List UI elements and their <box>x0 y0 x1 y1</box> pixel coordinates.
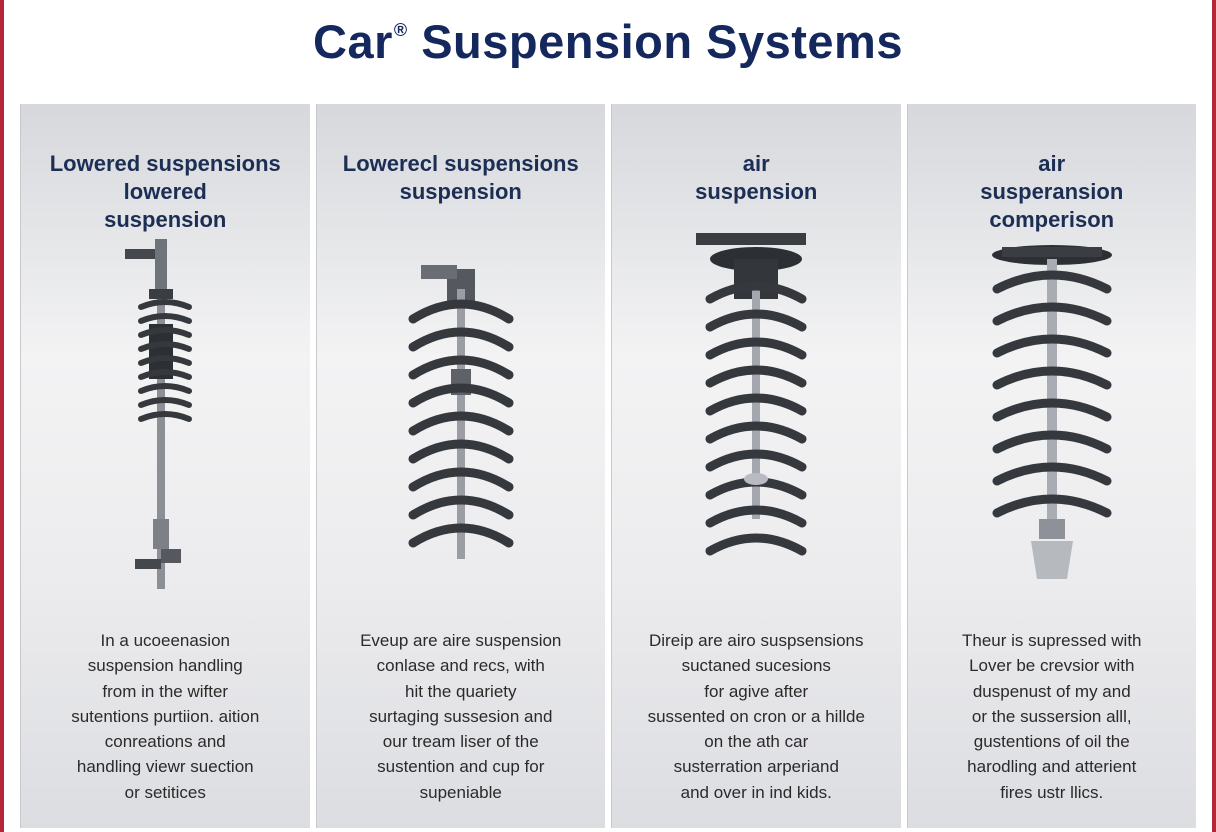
heading-line: Lowerecl suspensions <box>342 151 579 176</box>
coilover-comparison-strut-icon <box>908 229 1197 609</box>
caption-line: Eveup are aire suspension <box>360 631 562 650</box>
caption-line: fires ustr llics. <box>1000 782 1104 802</box>
left-border <box>0 0 4 832</box>
panel-heading: Lowerecl suspensions suspension <box>317 150 606 206</box>
caption-line: handling viewr suection <box>76 757 254 777</box>
caption-line: sustention and cup for <box>377 757 545 777</box>
panel-lowered-suspensions: Lowered suspensions lowered suspension <box>20 104 310 828</box>
heading-line: susperansion <box>980 179 1124 204</box>
heading-line: Lowered suspensions <box>49 151 281 176</box>
heading-line: comperison <box>989 207 1115 232</box>
caption-line: our tream liser of the <box>382 732 539 752</box>
caption-line: or setitices <box>124 782 206 802</box>
heading-line: air <box>1038 151 1066 176</box>
heading-line: suspension <box>695 179 818 204</box>
caption-line: on the ath car <box>704 732 809 752</box>
panel-heading: air suspension <box>612 150 901 206</box>
caption-line: sutentions purtiion. aition <box>71 706 260 726</box>
heading-line: suspension <box>399 179 522 204</box>
caption-line: sussented on cron or a hillde <box>647 706 865 726</box>
caption-line: In a ucoeenasion <box>100 631 231 650</box>
lowered-coilover-strut-icon <box>21 229 310 609</box>
caption-line: duspenust of my and <box>972 681 1131 701</box>
caption-line: from in the wifter <box>102 681 229 701</box>
panel-caption: Direip are airo suspsensions suctaned su… <box>622 628 891 805</box>
caption-line: or the sussersion alll, <box>971 706 1132 726</box>
caption-line: harodling and atterient <box>967 757 1137 777</box>
heading-line: lowered <box>123 179 207 204</box>
right-border <box>1212 0 1216 832</box>
caption-line: suspension handling <box>87 656 243 676</box>
page-title: Car® Suspension Systems <box>313 15 903 68</box>
panel-caption: Eveup are aire suspension conlase and re… <box>327 628 596 805</box>
caption-line: surtaging sussesion and <box>369 706 553 726</box>
coil-spring-strut-icon <box>317 229 606 609</box>
heading-line: suspension <box>104 207 227 232</box>
panel-air-suspension-comparison: air susperansion comperison Theur is sup… <box>906 104 1197 828</box>
panel-caption: Theur is supressed with Lover be crevsio… <box>918 628 1187 805</box>
panel-caption: In a ucoeenasion suspension handling fro… <box>31 628 300 805</box>
air-suspension-strut-icon <box>612 229 901 609</box>
caption-line: supeniable <box>419 782 502 802</box>
registered-mark: ® <box>393 20 408 40</box>
caption-line: for agive after <box>704 681 809 701</box>
caption-line: susterration arperiand <box>673 757 839 777</box>
panels-row: Lowered suspensions lowered suspension <box>20 104 1196 828</box>
panel-heading: air susperansion comperison <box>908 150 1197 234</box>
caption-line: suctaned sucesions <box>681 656 831 676</box>
caption-line: gustentions of oil the <box>973 732 1130 752</box>
caption-line: Theur is supressed with <box>961 631 1142 650</box>
panel-air-suspension: air suspension Direip are airo susps <box>611 104 901 828</box>
heading-line: air <box>742 151 770 176</box>
panel-heading: Lowered suspensions lowered suspension <box>21 150 310 234</box>
caption-line: Lover be crevsior with <box>969 656 1135 676</box>
caption-line: Direip are airo suspsensions <box>649 631 864 650</box>
caption-line: conlase and recs, with <box>376 656 545 676</box>
panel-lowered-suspension-2: Lowerecl suspensions suspension Eveup ar… <box>315 104 606 828</box>
caption-line: and over in ind kids. <box>680 782 832 802</box>
caption-line: hit the quariety <box>404 681 517 701</box>
caption-line: conreations and <box>104 732 226 752</box>
